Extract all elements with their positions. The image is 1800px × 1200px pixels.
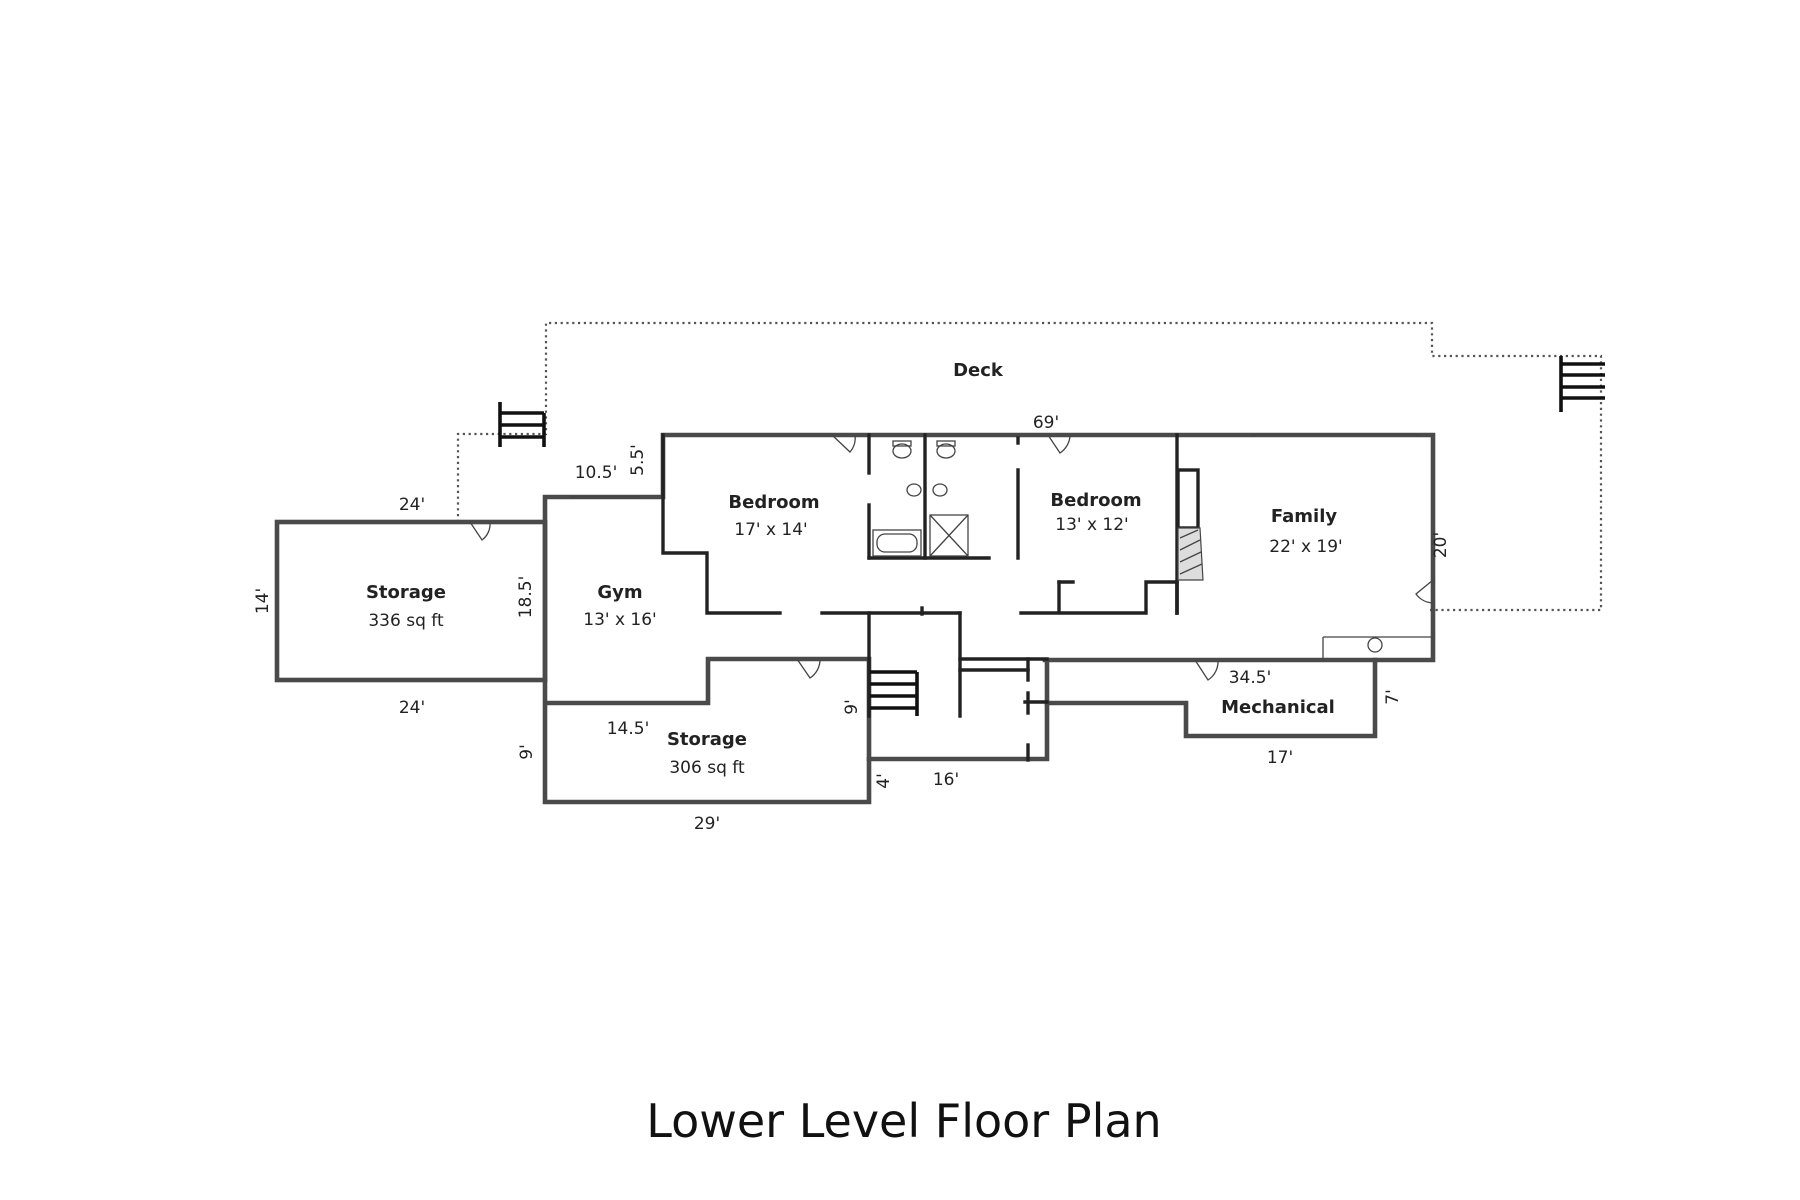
deck-outline — [456, 321, 1603, 612]
door-swings — [469, 434, 1434, 681]
dim-gym-top: 10.5' — [575, 463, 618, 483]
interior-stairs — [870, 670, 919, 716]
bedroom2-size: 13' x 12' — [1055, 515, 1128, 535]
bedroom2-label: Bedroom — [1050, 490, 1141, 511]
bedroom1-label: Bedroom — [728, 492, 819, 513]
plan-title: Lower Level Floor Plan — [646, 1094, 1161, 1148]
dim-gym-side: 18.5' — [516, 576, 536, 619]
interior-walls — [661, 433, 1433, 762]
storage1-label: Storage — [366, 582, 446, 603]
dim-mech-side: 7' — [1383, 689, 1403, 705]
hall-walls — [866, 657, 1050, 762]
dim-storage2-right: 9' — [842, 699, 862, 715]
mechanical-label: Mechanical — [1221, 697, 1335, 718]
deck-stairs-right — [1559, 356, 1605, 412]
family-label: Family — [1271, 506, 1337, 527]
deck-label: Deck — [953, 360, 1004, 381]
dim-storage1-bottom: 24' — [399, 698, 425, 718]
dim-storage2-left: 9' — [517, 744, 537, 760]
storage1-size: 336 sq ft — [368, 611, 444, 631]
storage2-label: Storage — [667, 729, 747, 750]
bath-fixtures — [872, 440, 1383, 653]
deck-stairs-left — [498, 402, 546, 447]
dim-main-top: 69' — [1033, 413, 1059, 433]
storage2-size: 306 sq ft — [669, 758, 745, 778]
storage-lower-walls — [542, 656, 872, 805]
dim-hall-side: 4' — [874, 773, 894, 789]
dim-mech-top: 34.5' — [1229, 668, 1272, 688]
gym-label: Gym — [597, 582, 642, 603]
mechanical-walls — [1044, 657, 1378, 739]
fireplace — [1177, 527, 1204, 581]
dim-hall-bottom: 16' — [933, 770, 959, 790]
dim-storage2-top: 14.5' — [607, 719, 650, 739]
bedroom1-size: 17' x 14' — [734, 520, 807, 540]
dim-family-side: 20' — [1431, 532, 1451, 558]
dim-storage2-bottom: 29' — [694, 814, 720, 834]
dim-storage1-top: 24' — [399, 495, 425, 515]
gym-size: 13' x 16' — [583, 610, 656, 630]
window-marks — [570, 434, 1420, 498]
family-size: 22' x 19' — [1269, 537, 1342, 557]
dim-mech-bottom: 17' — [1267, 748, 1293, 768]
dim-storage1-side: 14' — [253, 588, 273, 614]
dim-gym-notch: 5.5' — [628, 444, 648, 476]
